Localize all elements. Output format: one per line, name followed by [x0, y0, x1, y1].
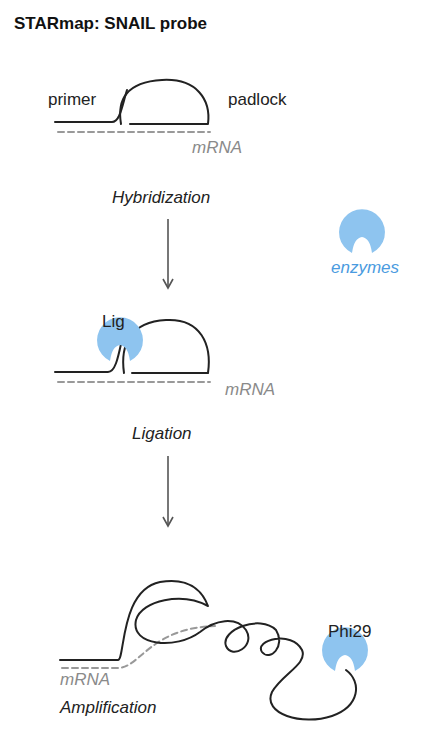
enzyme-name: Lig [102, 312, 125, 332]
polymerase-enzyme: Phi29 [318, 610, 388, 676]
enzyme-icon: enzymes [325, 205, 401, 281]
stage-label: Hybridization [112, 188, 210, 208]
flow-arrow [167, 456, 169, 526]
stage-label: Amplification [60, 698, 156, 718]
stage-label: Ligation [132, 424, 192, 444]
padlock-strand [120, 80, 208, 124]
process-stage: mRNA Amplification Phi29 [40, 530, 380, 735]
enzyme-shape-path [339, 209, 385, 253]
mrna-label: mRNA [60, 670, 110, 690]
process-stage: mRNA Ligation Lig [40, 292, 310, 452]
enzyme-name: Phi29 [328, 622, 371, 642]
mrna-strand [58, 381, 210, 383]
flow-arrow [167, 219, 169, 288]
ligase-enzyme: Lig [90, 306, 150, 366]
enzyme-shape [318, 610, 388, 676]
process-stage: primer padlock mRNA Hybridization [40, 70, 310, 215]
amplified-strand [60, 581, 356, 720]
mrna-label: mRNA [192, 138, 242, 158]
mrna-strand [58, 131, 210, 133]
padlock-label: padlock [228, 90, 287, 110]
enzyme-label: enzymes [331, 258, 399, 278]
diagram-title: STARmap: SNAIL probe [14, 14, 207, 34]
mrna-label: mRNA [225, 380, 275, 400]
primer-label: primer [48, 90, 96, 110]
